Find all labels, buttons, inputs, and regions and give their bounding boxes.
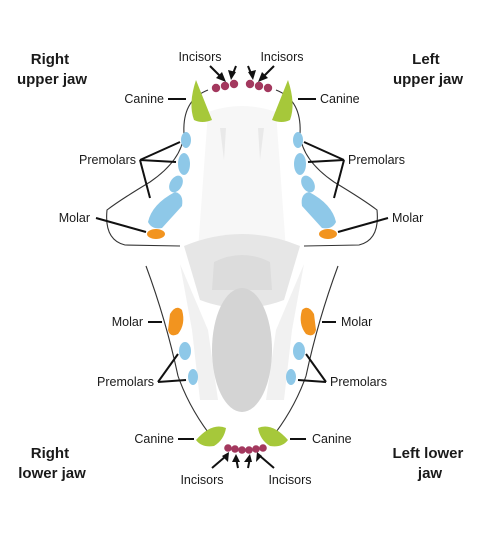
upper-right-molar (147, 229, 165, 239)
label-lower-right-incisors: Incisors (180, 473, 223, 487)
label-upper-right-premolars: Premolars (79, 153, 136, 167)
lower-right-premolar-1 (179, 342, 191, 360)
label-upper-right-incisors: Incisors (178, 50, 221, 64)
label-lower-right-canine: Canine (134, 432, 174, 446)
tongue (212, 288, 272, 412)
upper-left-premolar-2 (294, 153, 306, 175)
lower-right-premolar-2 (188, 369, 198, 385)
upper-left-premolar-3 (301, 175, 315, 193)
lower-left-teeth (258, 307, 316, 447)
label-upper-left-premolars: Premolars (348, 153, 405, 167)
label-lower-left-canine: Canine (312, 432, 352, 446)
upper-incisors (211, 79, 273, 93)
upper-right-premolar-4 (148, 192, 183, 229)
label-lower-right-molar: Molar (112, 315, 143, 329)
upper-jaw-outline (106, 89, 378, 247)
upper-right-premolar-1 (181, 132, 191, 148)
upper-right-premolar-3 (169, 175, 183, 193)
upper-right-premolar-2 (178, 153, 190, 175)
skull-background (180, 106, 304, 412)
lower-incisors (224, 444, 267, 454)
lower-left-premolar-2 (286, 369, 296, 385)
right-lower-jaw-title: Right lower jaw (18, 445, 86, 482)
lower-jaw-outline (145, 265, 339, 441)
left-upper-jaw-title: Left upper jaw (393, 51, 463, 88)
label-lower-left-incisors: Incisors (268, 473, 311, 487)
right-upper-jaw-title: Right upper jaw (17, 51, 87, 88)
label-lower-left-molar: Molar (341, 315, 372, 329)
left-lower-jaw-title: Left lower jaw (392, 445, 467, 482)
label-lower-left-premolars: Premolars (330, 375, 387, 389)
label-upper-left-incisors: Incisors (260, 50, 303, 64)
upper-left-teeth (272, 80, 337, 239)
lower-left-canine (258, 426, 288, 447)
label-upper-left-canine: Canine (320, 92, 360, 106)
label-upper-right-molar: Molar (59, 211, 90, 225)
leader-lines (95, 65, 389, 469)
upper-left-molar (319, 229, 337, 239)
lower-left-premolar-1 (293, 342, 305, 360)
label-lower-right-premolars: Premolars (97, 375, 154, 389)
upper-left-canine (272, 80, 293, 122)
label-upper-left-molar: Molar (392, 211, 423, 225)
lower-right-molar (168, 307, 184, 336)
label-upper-right-canine: Canine (124, 92, 164, 106)
lower-left-molar (300, 307, 316, 336)
upper-right-canine (191, 80, 212, 122)
upper-left-premolar-1 (293, 132, 303, 148)
lower-right-teeth (168, 307, 226, 447)
upper-left-premolar-4 (301, 192, 336, 229)
upper-right-teeth (147, 80, 212, 239)
lower-right-canine (196, 426, 226, 447)
